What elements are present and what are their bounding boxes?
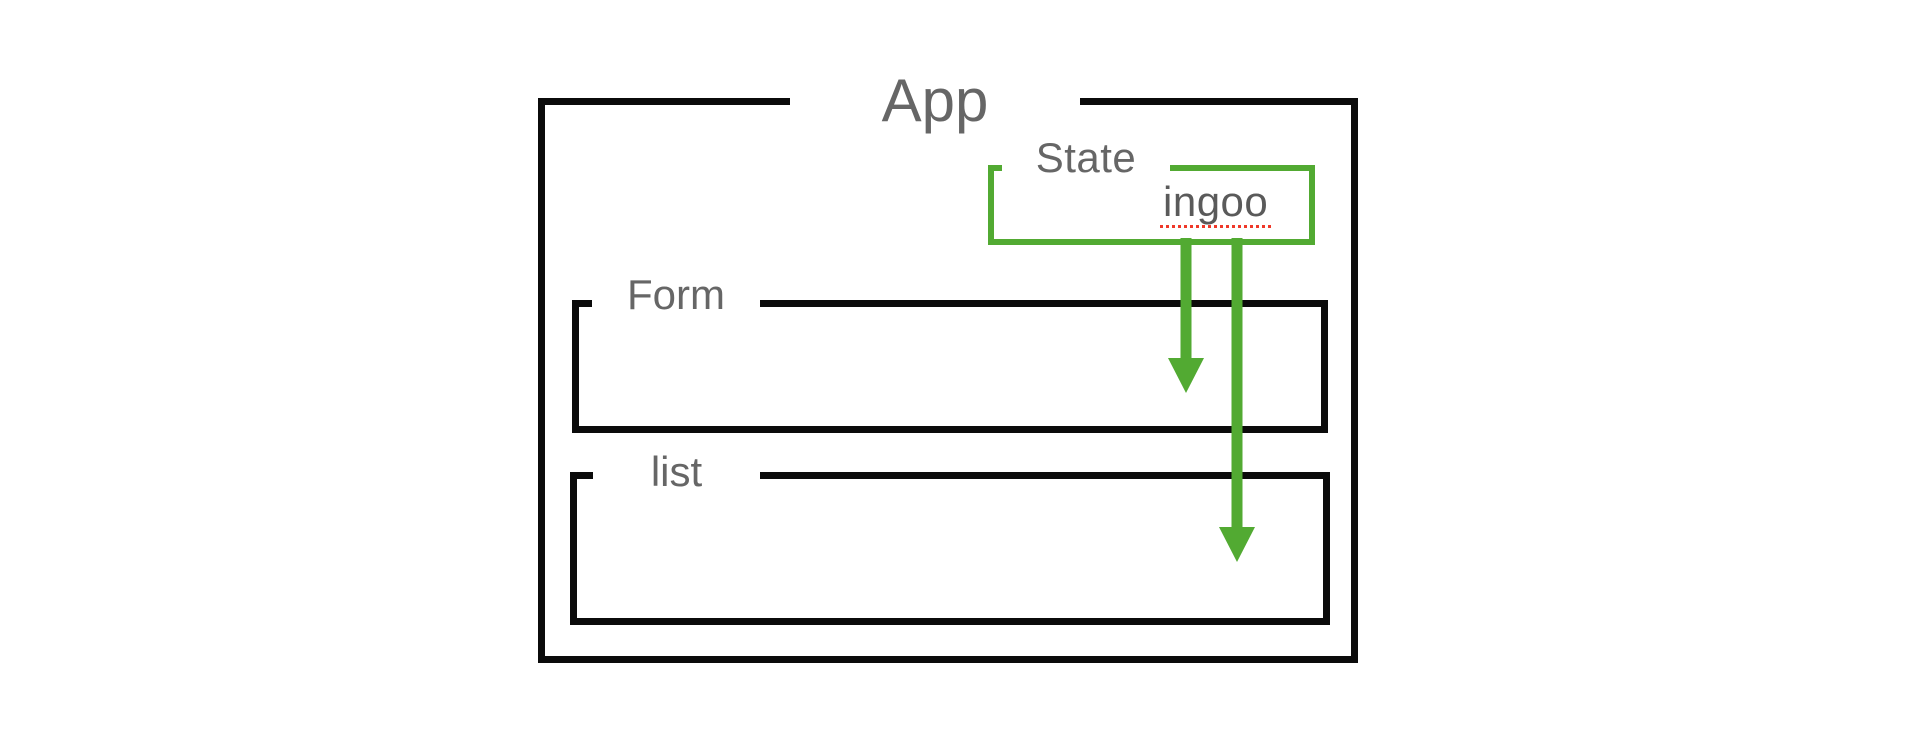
state-to-form-arrow-icon	[1168, 238, 1204, 393]
state-label: State	[1002, 135, 1170, 181]
app-label: App	[790, 64, 1080, 138]
state-value: ingoo	[1160, 180, 1272, 228]
state-to-list-arrow-icon	[1219, 238, 1255, 562]
form-box	[572, 300, 1328, 433]
list-label: list	[593, 449, 760, 495]
form-label: Form	[592, 272, 760, 318]
list-box	[570, 472, 1330, 625]
